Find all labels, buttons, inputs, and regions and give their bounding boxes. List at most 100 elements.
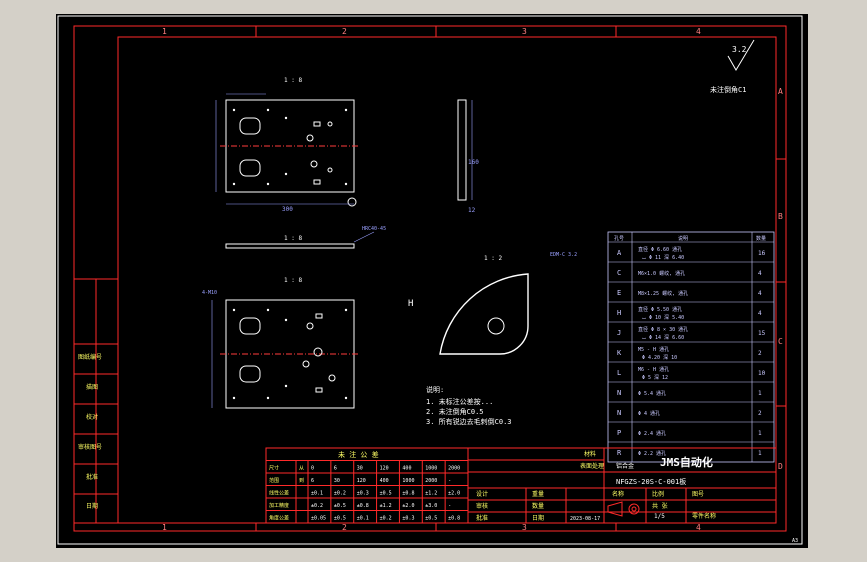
date-value: 2023-08-17 <box>570 516 600 522</box>
detail-view: 1 : 2 EDM-C 3.2 H <box>408 252 577 355</box>
drawing-frame <box>117 36 777 524</box>
tolerance-row-label: 角度公差 <box>269 515 289 522</box>
tolerance-cell: ±0.8 <box>357 503 369 509</box>
hole-table-header: 说明 <box>678 235 688 242</box>
plate-hole <box>306 322 314 330</box>
hole-id: P <box>617 429 621 437</box>
plate-hole <box>313 121 321 127</box>
hole-id: L <box>617 369 621 377</box>
cad-drawing: 1 2 3 4 1 2 3 4 A B C D 图纸编号 描图 校对 审核图号 … <box>57 15 803 545</box>
zone-top-1: 1 <box>162 27 167 36</box>
tolerance-cell: ±0.3 <box>357 491 369 497</box>
tolerance-cell: ±2.0 <box>448 491 460 497</box>
tolerance-cell: ±0.5 <box>425 516 437 522</box>
roughness-value: 3.2 <box>732 45 747 54</box>
hole-qty: 2 <box>758 350 762 357</box>
drawing-sheet: 1 2 3 4 1 2 3 4 A B C D 图纸编号 描图 校对 审核图号 … <box>56 14 808 548</box>
hole-desc: ⌴ Φ 10 深 5.40 <box>642 314 684 321</box>
hole-desc: M6×1.0 螺纹, 通孔 <box>638 270 685 277</box>
left-strip-label: 描图 <box>86 383 98 391</box>
view-label: 1 : 2 <box>484 255 502 262</box>
material-value: 铝合金 <box>616 462 634 470</box>
slot-hole <box>239 159 261 177</box>
hole-id: R <box>617 449 622 457</box>
hole-desc: Φ 5.4 通孔 <box>638 390 666 397</box>
left-strip-label: 批准 <box>86 473 98 481</box>
slot-hole <box>239 317 261 335</box>
title-label: 共 张 <box>652 502 668 510</box>
view-label: 1 : 8 <box>284 77 302 84</box>
title-label: 设计 <box>476 490 488 498</box>
tolerance-cell: 6 <box>311 478 314 484</box>
tolerance-cell: ±0.1 <box>311 491 323 497</box>
title-label: 批准 <box>476 514 488 522</box>
hole-qty: 4 <box>758 310 762 317</box>
tolerance-cell: 120 <box>380 466 389 472</box>
zone-bottom-2: 2 <box>342 523 347 532</box>
company-name: JMS自动化 <box>660 455 713 469</box>
plate-hole <box>302 360 310 368</box>
notes-line: 1. 未标注公差按... <box>426 397 493 406</box>
tolerance-cell: 30 <box>334 478 340 484</box>
plate-hole <box>313 347 323 357</box>
view-label: 1 : 8 <box>284 277 302 284</box>
corner-stamp: A3 <box>792 538 798 544</box>
hole-qty: 4 <box>758 290 762 297</box>
zone-bottom-3: 3 <box>522 523 527 532</box>
tolerance-cell: ±0.5 <box>334 503 346 509</box>
outer-border <box>57 15 803 545</box>
tolerance-cell: 6 <box>334 466 337 472</box>
left-strip-label: 日期 <box>86 502 98 510</box>
hole-desc: ⌴ Φ 11 深 6.40 <box>642 254 684 261</box>
tolerance-row-label: 线性公差 <box>269 490 289 497</box>
zone-right-d: D <box>778 462 783 471</box>
bottom-plate-view: 1 : 8 4-M10 <box>202 277 360 409</box>
zone-bottom-1: 1 <box>162 523 167 532</box>
drawing-number: NFGZS-20S-C-001板 <box>616 477 686 486</box>
tolerance-cell: 30 <box>357 466 363 472</box>
tolerance-cell: 400 <box>380 478 389 484</box>
hole-qty: 1 <box>758 390 762 397</box>
plate-hole <box>306 134 314 142</box>
detail-circle <box>347 197 357 207</box>
hole-id: N <box>617 409 621 417</box>
title-label: 表面处理 <box>580 462 604 470</box>
plate-edge-view: 1 : 8 HRC40-45 <box>225 226 386 249</box>
tolerance-cell: ±0.5 <box>334 516 346 522</box>
hole-desc: 直径 Φ 6.60 通孔 <box>638 246 682 253</box>
hole-qty: 1 <box>758 430 762 437</box>
title-block: 材料 表面处理 设计 审核 批准 重量 数量 日期 名称 比例 图号 共 张 零… <box>467 447 777 524</box>
hole-qty: 2 <box>758 410 762 417</box>
zone-right-c: C <box>778 337 783 346</box>
tolerance-cell: ±0.8 <box>402 491 414 497</box>
roughness-symbol: 3.2 <box>727 39 755 71</box>
hole-id: E <box>617 289 621 297</box>
dim-width: 300 <box>282 206 293 213</box>
tolerance-cell: ±1.2 <box>425 491 437 497</box>
tolerance-cell: ±2.0 <box>402 503 414 509</box>
plate-hole <box>327 167 333 173</box>
zone-labels: 1 2 3 4 1 2 3 4 A B C D <box>162 27 783 532</box>
hole-qty: 4 <box>758 270 762 277</box>
sheet-count: 1/5 <box>654 513 665 520</box>
hole-desc: Φ 4.20 深 10 <box>642 354 677 361</box>
leader-label: HRC40-45 <box>362 226 386 232</box>
tolerance-cell: 120 <box>357 478 366 484</box>
hole-table-header: 数量 <box>756 235 766 242</box>
slot-hole <box>239 117 261 135</box>
hole-desc: Φ 2.4 通孔 <box>638 430 666 437</box>
tolerance-cell: - <box>448 503 451 509</box>
projection-symbol <box>607 501 640 517</box>
title-label: 重量 <box>532 490 544 498</box>
tolerance-cell: 2000 <box>425 478 437 484</box>
title-label: 比例 <box>652 490 664 498</box>
hole-id: C <box>617 269 621 277</box>
hole-id: A <box>617 249 622 257</box>
tolerance-cell: ±0.1 <box>357 516 369 522</box>
leader-label: 4-M10 <box>202 290 217 296</box>
left-strip: 图纸编号 描图 校对 审核图号 批准 日期 <box>73 278 119 524</box>
left-strip-label: 审核图号 <box>78 443 102 451</box>
technical-notes: 说明: 1. 未标注公差按... 2. 未注倒角C0.5 3. 所有锐边去毛刺倒… <box>426 385 512 426</box>
tolerance-cell: ±0.2 <box>334 491 346 497</box>
title-label: 图号 <box>692 491 704 498</box>
